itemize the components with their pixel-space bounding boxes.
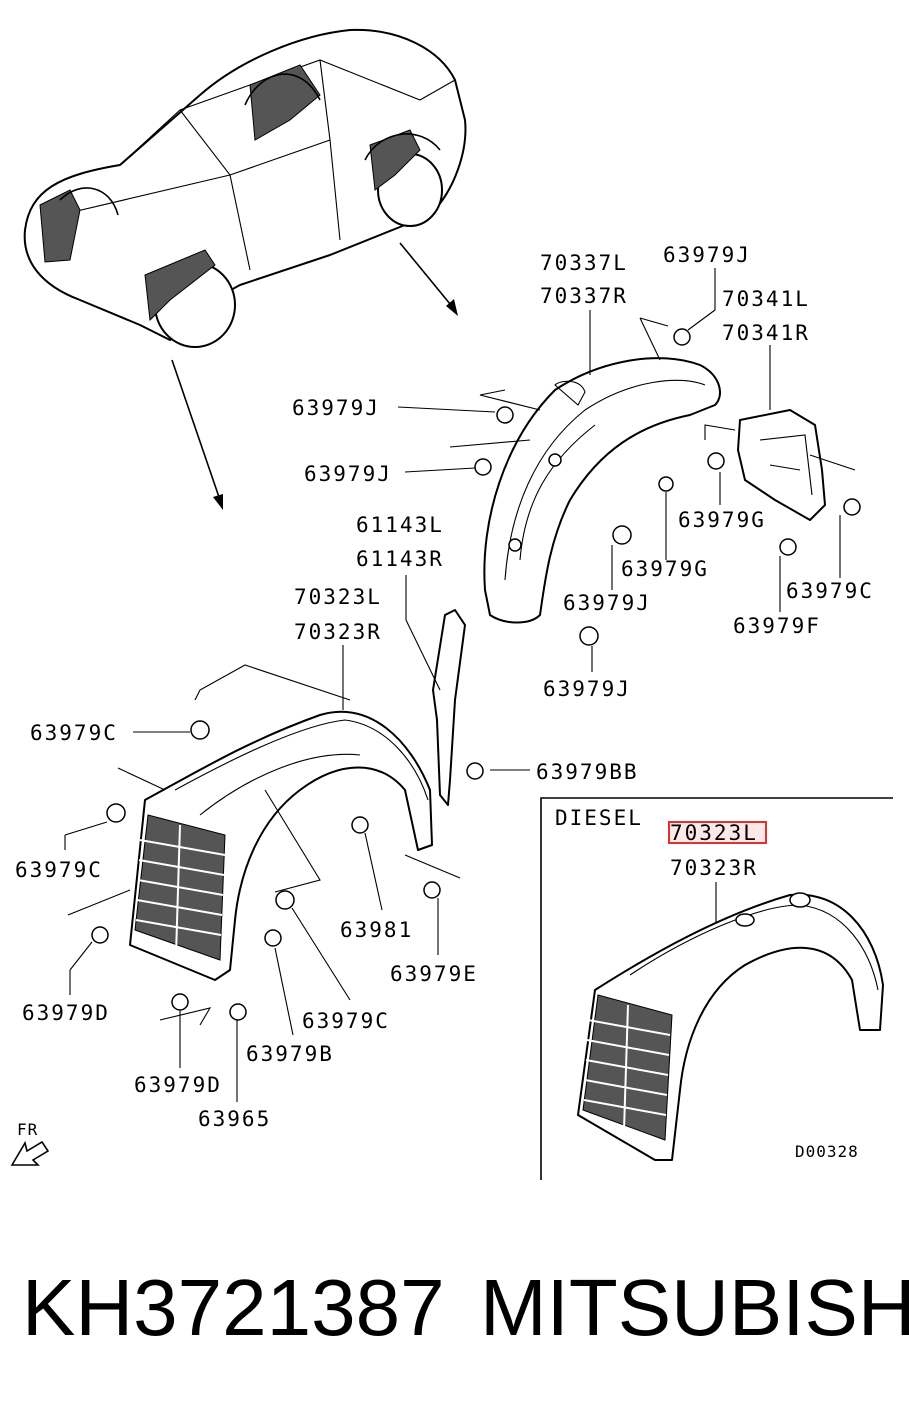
front-bracket <box>432 609 466 806</box>
front-direction-indicator: FR <box>10 1120 50 1166</box>
car-overview-illustration <box>23 28 467 348</box>
label-70337r: 70337R <box>540 284 628 308</box>
label-63979j-b: 63979J <box>304 462 392 486</box>
part-labels: 70337L 70337R 63979J 70341L 70341R 63979… <box>15 243 874 1131</box>
label-63979d-a: 63979D <box>22 1001 110 1025</box>
label-70341l: 70341L <box>722 287 810 311</box>
label-63979j-a: 63979J <box>292 396 380 420</box>
pointer-arrows <box>171 242 458 510</box>
label-63979c-b: 63979C <box>15 858 103 882</box>
label-70337l: 70337L <box>540 251 628 275</box>
label-70323l: 70323L <box>294 585 382 609</box>
label-63979b: 63979B <box>246 1042 334 1066</box>
label-61143l: 61143L <box>356 513 444 537</box>
diesel-title: DIESEL <box>555 806 643 830</box>
guide-lines <box>67 317 856 1026</box>
label-63979bb: 63979BB <box>536 760 639 784</box>
label-63979d-b: 63979D <box>134 1073 222 1097</box>
diagram-code: D00328 <box>795 1142 859 1161</box>
diesel-label-70323l: 70323L <box>670 821 758 845</box>
rear-clips <box>474 328 861 646</box>
part-footer: KH3721387 MITSUBISHI <box>0 1262 909 1372</box>
label-63981: 63981 <box>340 918 413 942</box>
diesel-label-70323r: 70323R <box>670 856 758 880</box>
front-arrow-icon <box>10 1140 50 1166</box>
label-63979j-d: 63979J <box>543 677 631 701</box>
label-70341r: 70341R <box>722 321 810 345</box>
diesel-inset: DIESEL 70323L 70323R D00328 <box>540 797 893 1180</box>
label-63979j-top: 63979J <box>663 243 751 267</box>
rear-wheel-liner <box>483 357 721 624</box>
label-63979j-c: 63979J <box>563 591 651 615</box>
rear-splash-shield <box>737 409 826 521</box>
label-63965: 63965 <box>198 1107 271 1131</box>
fr-label: FR <box>17 1120 38 1139</box>
label-63979c-c: 63979C <box>302 1009 390 1033</box>
label-61143r: 61143R <box>356 547 444 571</box>
highlight-box <box>668 821 767 844</box>
label-70323r: 70323R <box>294 620 382 644</box>
label-63979e: 63979E <box>390 962 478 986</box>
part-number: KH3721387 <box>22 1263 445 1352</box>
label-63979g-a: 63979G <box>678 508 766 532</box>
label-63979f: 63979F <box>733 614 821 638</box>
diesel-wheel-liner <box>577 892 884 1161</box>
label-63979c-r: 63979C <box>786 579 874 603</box>
front-wheel-liner <box>129 710 433 981</box>
label-63979g-b: 63979G <box>621 557 709 581</box>
leader-lines <box>64 268 841 1102</box>
brand-name: MITSUBISHI <box>480 1263 909 1352</box>
front-clips <box>91 720 484 1021</box>
label-63979c-a: 63979C <box>30 721 118 745</box>
